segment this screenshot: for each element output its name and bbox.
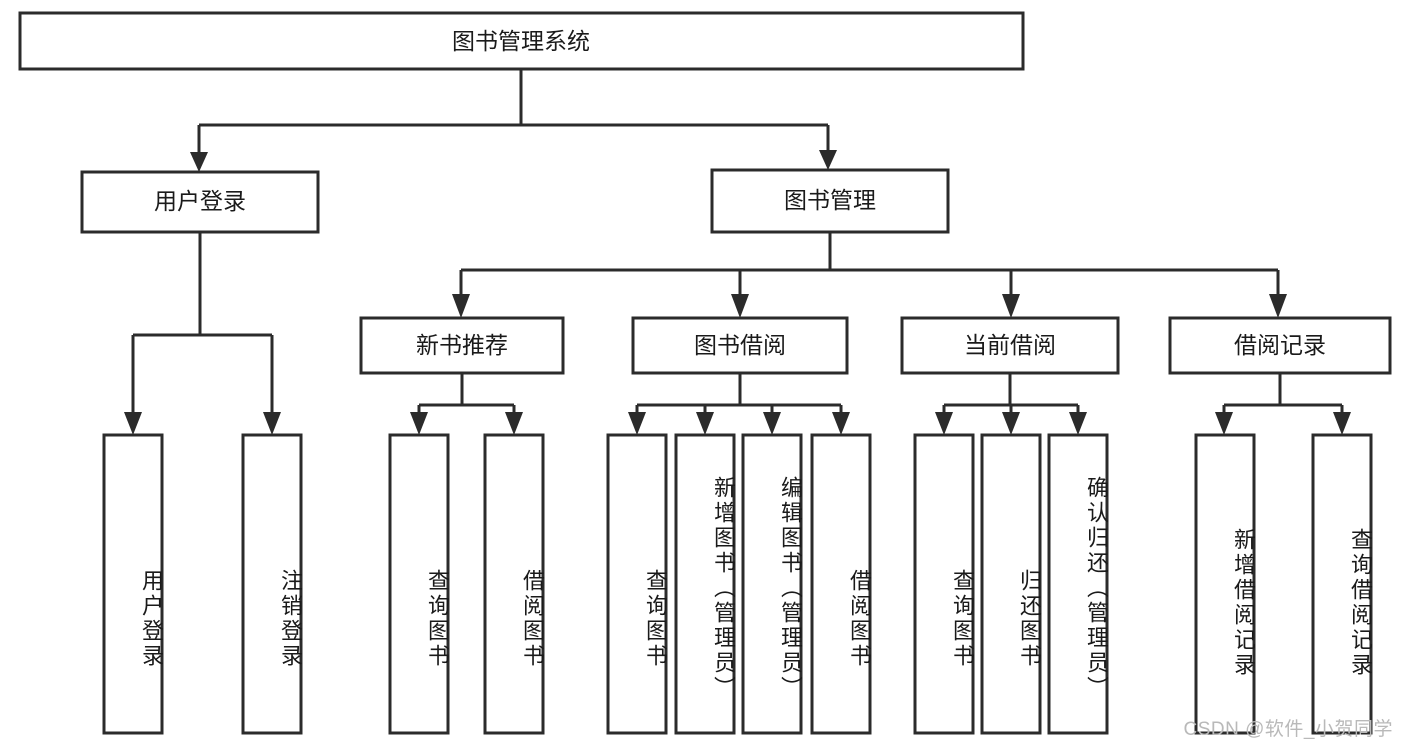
node-leaf-user-logout-box[interactable]	[241, 433, 303, 735]
node-leaf-rec-query-box[interactable]	[388, 433, 450, 735]
node-new-book-rec-label: 新书推荐	[416, 332, 508, 358]
node-leaf-record-add-box[interactable]	[1194, 433, 1256, 735]
arrowhead-leaf-borrow-add	[696, 412, 714, 435]
node-current-borrow-box[interactable]	[900, 316, 1120, 375]
node-new-book-rec[interactable]: 新书推荐	[359, 316, 565, 375]
node-leaf-borrow-edit-box[interactable]	[741, 433, 803, 735]
node-current-borrow[interactable]: 当前借阅	[900, 316, 1120, 375]
node-leaf-current-query-box[interactable]	[913, 433, 975, 735]
arrowhead-leaf-borrow-lend	[832, 412, 850, 435]
arrowhead-user-login	[190, 152, 208, 172]
node-current-borrow-label: 当前借阅	[964, 332, 1056, 358]
node-root-box[interactable]	[18, 11, 1025, 71]
node-book-manage-label: 图书管理	[784, 187, 876, 213]
node-book-borrow-box[interactable]	[631, 316, 849, 375]
node-borrow-record[interactable]: 借阅记录	[1168, 316, 1392, 375]
node-user-login[interactable]: 用户登录	[80, 170, 320, 234]
arrowhead-leaf-record-query	[1333, 412, 1351, 435]
node-borrow-record-label: 借阅记录	[1234, 332, 1326, 358]
node-book-borrow[interactable]: 图书借阅	[631, 316, 849, 375]
arrowhead-leaf-current-return	[1002, 412, 1020, 435]
node-borrow-record-box[interactable]	[1168, 316, 1392, 375]
node-leaf-borrow-lend-box[interactable]	[810, 433, 872, 735]
node-leaf-record-query-box[interactable]	[1311, 433, 1373, 735]
node-leaf-rec-borrow-box[interactable]	[483, 433, 545, 735]
arrowhead-book-borrow	[731, 294, 749, 318]
node-leaf-borrow-query-box[interactable]	[606, 433, 668, 735]
node-root-label: 图书管理系统	[452, 28, 590, 54]
arrowhead-leaf-current-query	[935, 412, 953, 435]
arrowhead-book-manage	[819, 150, 837, 170]
csdn-watermark: CSDN @软件_小贺同学	[1183, 719, 1393, 740]
node-book-manage[interactable]: 图书管理	[710, 168, 950, 234]
node-user-login-label: 用户登录	[154, 188, 246, 214]
node-book-borrow-label: 图书借阅	[694, 332, 786, 358]
arrowhead-new-book-rec	[452, 294, 470, 318]
arrowhead-leaf-record-add	[1215, 412, 1233, 435]
node-leaf-current-confirm-box[interactable]	[1047, 433, 1109, 735]
arrowhead-leaf-borrow-query	[628, 412, 646, 435]
arrowhead-leaf-user-login	[124, 412, 142, 435]
arrowhead-leaf-current-confirm	[1069, 412, 1087, 435]
arrowhead-leaf-rec-borrow	[505, 412, 523, 435]
arrowhead-leaf-borrow-edit	[763, 412, 781, 435]
arrowhead-leaf-rec-query	[410, 412, 428, 435]
node-book-manage-box[interactable]	[710, 168, 950, 234]
node-leaf-borrow-add-box[interactable]	[674, 433, 736, 735]
arrowhead-borrow-record	[1269, 294, 1287, 318]
node-root[interactable]: 图书管理系统	[18, 11, 1025, 71]
node-new-book-rec-box[interactable]	[359, 316, 565, 375]
node-leaf-current-return-box[interactable]	[980, 433, 1042, 735]
node-leaf-user-login-box[interactable]	[102, 433, 164, 735]
arrowhead-current-borrow	[1002, 294, 1020, 318]
arrowhead-leaf-user-logout	[263, 412, 281, 435]
